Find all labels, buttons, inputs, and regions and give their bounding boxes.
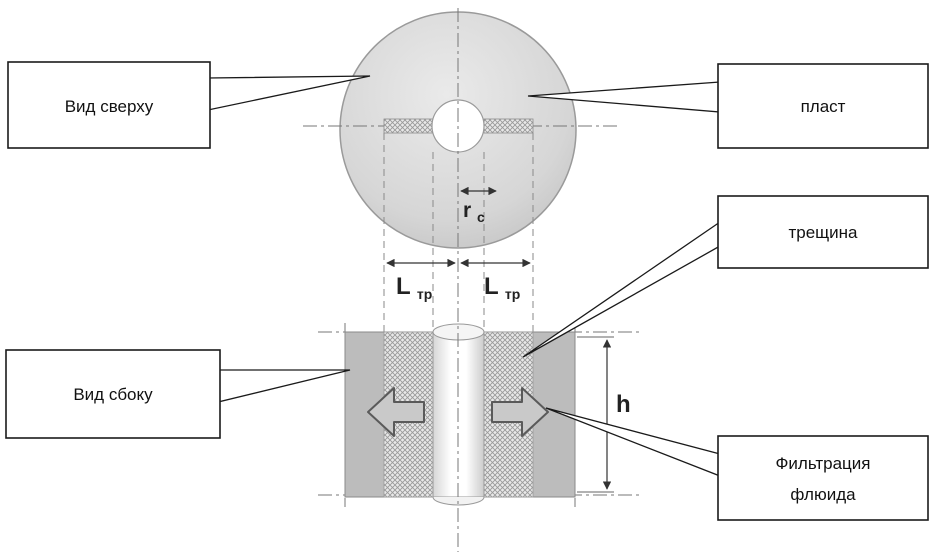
callout-side-view-pointer xyxy=(217,369,351,403)
fracture-halflength-right-label: L тр xyxy=(484,273,520,302)
callout-fracture-box xyxy=(717,195,929,269)
callout-filtration-label-line1: Фильтрация xyxy=(775,454,870,473)
callout-filtration-label-line2: флюида xyxy=(790,485,856,504)
callout-fracture: трещина xyxy=(522,195,929,358)
fracture-length-symbol: L xyxy=(484,273,498,300)
well-radius-symbol: r xyxy=(463,199,471,222)
callout-top-view: Вид сверху xyxy=(7,61,371,149)
well-radius-label: r c xyxy=(463,199,485,225)
flow-arrow-left xyxy=(367,387,425,437)
callout-fracture-pointer xyxy=(522,220,721,358)
fracture-halflength-left-label: L тр xyxy=(396,273,432,302)
callout-filtration-box xyxy=(717,435,929,521)
well-radius-subscript: c xyxy=(477,209,485,225)
callout-formation-box xyxy=(717,63,929,149)
callout-top-view-box xyxy=(7,61,211,149)
callout-side-view: Вид сбоку xyxy=(5,349,351,439)
callout-filtration: Фильтрация флюида xyxy=(545,407,929,521)
callout-formation-label: пласт xyxy=(801,97,846,116)
fracture-length-subscript: тр xyxy=(417,286,432,302)
callout-formation: пласт xyxy=(527,63,929,149)
callout-side-view-label: Вид сбоку xyxy=(73,385,153,404)
side-view-group xyxy=(344,323,576,506)
height-label: h xyxy=(616,391,631,418)
callout-top-view-label: Вид сверху xyxy=(65,97,154,116)
fracture-strip-right-top-view xyxy=(483,118,534,134)
fracture-length-symbol: L xyxy=(396,273,410,300)
callout-side-view-box xyxy=(5,349,221,439)
fracture-strip-left-top-view xyxy=(383,118,434,134)
flow-arrow-right xyxy=(491,387,549,437)
fracture-length-subscript: тр xyxy=(505,286,520,302)
callout-fracture-label: трещина xyxy=(788,223,858,242)
